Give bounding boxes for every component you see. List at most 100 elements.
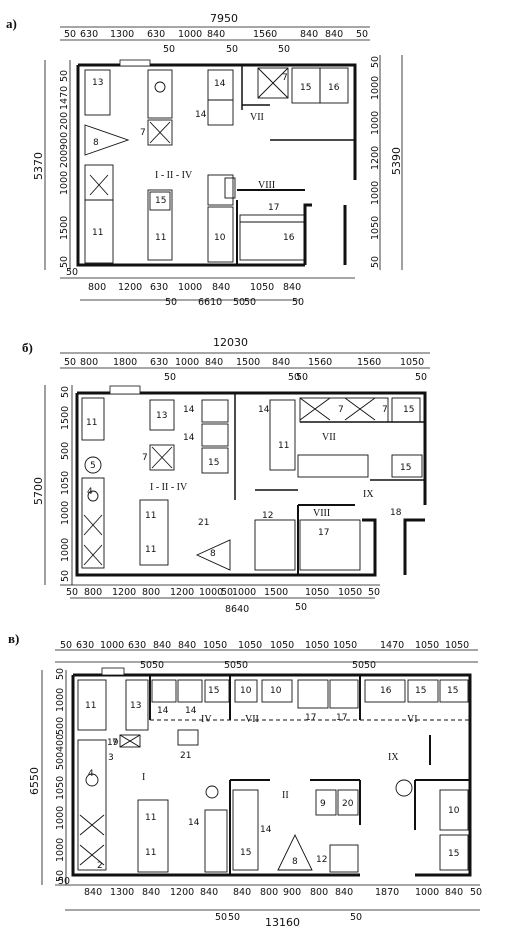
dim: 200	[59, 150, 70, 168]
eq-label: 5	[90, 461, 96, 471]
eq-label: 14	[185, 706, 197, 716]
dim: 1000	[370, 76, 381, 100]
dim: 50	[278, 44, 290, 55]
dim: 1000	[55, 806, 66, 830]
plan-a-total-height: 5370	[32, 152, 45, 180]
dim: 840	[212, 282, 230, 293]
eq-label: 14	[214, 79, 226, 89]
dim: 50	[55, 870, 66, 882]
eq-label: 14	[157, 706, 169, 716]
dim: 1000	[55, 838, 66, 862]
dim: 1000	[100, 640, 124, 651]
eq-label: 12	[316, 855, 327, 865]
eq-label: 10	[270, 686, 282, 696]
dim: 50	[352, 660, 364, 671]
dim: 1000	[59, 171, 70, 195]
eq-label: 16	[328, 83, 340, 93]
dim: 50	[295, 602, 307, 613]
room-label: IX	[388, 752, 399, 763]
eq-label: 10	[448, 806, 460, 816]
plan-a-left-dims: 50 1470 200 900 200 1000 1500 50 5370	[32, 70, 70, 268]
dim: 50	[59, 70, 70, 82]
eq-label: 14	[188, 818, 200, 828]
eq-label: 15	[448, 849, 459, 859]
window	[101, 667, 125, 676]
dim: 1000	[175, 357, 199, 368]
eq-label: 17	[305, 713, 316, 723]
dim: 500	[60, 442, 71, 460]
dim: 1050	[305, 587, 329, 598]
room-label: IV	[201, 714, 212, 725]
plan-b-bottom-dims: 50 800 1200 800 1200 1000 50 1000 1500 1…	[66, 587, 380, 615]
dim: 50	[233, 297, 245, 308]
dim: 840	[272, 357, 290, 368]
dim: 1000	[178, 29, 202, 40]
eq-label: 11	[145, 511, 156, 521]
dim: 8640	[225, 604, 249, 615]
eq-label: 13	[156, 411, 167, 421]
dim: 1050	[60, 471, 71, 495]
eq-label: 7	[282, 73, 288, 83]
plan-c: в) 50 630 1000 630 840 840 1050 1050 105…	[8, 631, 482, 929]
dim: 50	[292, 297, 304, 308]
eq-label: 17	[268, 203, 279, 213]
dim: 630	[150, 282, 168, 293]
eq-label: 16	[380, 686, 392, 696]
dim: 1800	[113, 357, 137, 368]
dim: 50	[288, 372, 300, 383]
dim: 50	[66, 267, 78, 278]
dim: 840	[200, 887, 218, 898]
eq-label: 13	[130, 701, 141, 711]
dim: 1000	[415, 887, 439, 898]
dim: 630	[76, 640, 94, 651]
window	[109, 385, 141, 395]
eq-label: 2	[97, 861, 103, 871]
dim: 800	[260, 887, 278, 898]
dim: 1050	[305, 640, 329, 651]
eq-label: 14	[195, 110, 207, 120]
room-label: VI	[407, 714, 418, 725]
plan-b-total-width: 12030	[213, 336, 248, 349]
eq-label: 11	[278, 441, 289, 451]
eq-label: 21	[198, 518, 209, 528]
room-label: VII	[322, 432, 336, 443]
room-label: I	[142, 772, 145, 783]
dim: 50	[60, 640, 72, 651]
eq-label: 15	[208, 458, 219, 468]
eq-label: 11	[92, 228, 103, 238]
dim: 1000	[199, 587, 223, 598]
dim: 1000	[60, 501, 71, 525]
dim: 840	[233, 887, 251, 898]
plan-b-top-dims: 50 800 1800 630 1000 840 1500 840 1560 1…	[64, 357, 427, 383]
dim: 840	[325, 29, 343, 40]
dim: 50	[60, 386, 71, 398]
dim: 50	[370, 56, 381, 68]
eq-label: 15	[155, 196, 166, 206]
dim: 840	[84, 887, 102, 898]
dim: 50	[236, 660, 248, 671]
eq-label: 7	[140, 128, 146, 138]
dim: 50	[228, 912, 240, 923]
dim: 1200	[118, 282, 142, 293]
room-label: IX	[363, 489, 374, 500]
eq-label: 15	[447, 686, 458, 696]
dim: 1560	[253, 29, 277, 40]
plan-c-left-dims: 50 1000 500 400 500 1050 1000 1000 50 65…	[28, 668, 66, 882]
room-label: VIII	[313, 508, 330, 519]
dim: 50	[415, 372, 427, 383]
eq-label: 8	[210, 549, 216, 559]
plan-a-label: а)	[6, 16, 17, 31]
dim: 1560	[357, 357, 381, 368]
eq-label: 4	[87, 487, 93, 497]
eq-label: 7	[112, 738, 118, 748]
eq-label: 15	[240, 848, 251, 858]
eq-label: 12	[262, 511, 273, 521]
dim: 1300	[110, 887, 134, 898]
dim: 50	[368, 587, 380, 598]
dim: 1200	[170, 887, 194, 898]
dim: 1500	[60, 406, 71, 430]
dim: 50	[350, 912, 362, 923]
dim: 500	[55, 717, 66, 735]
eq-label: 13	[92, 78, 103, 88]
